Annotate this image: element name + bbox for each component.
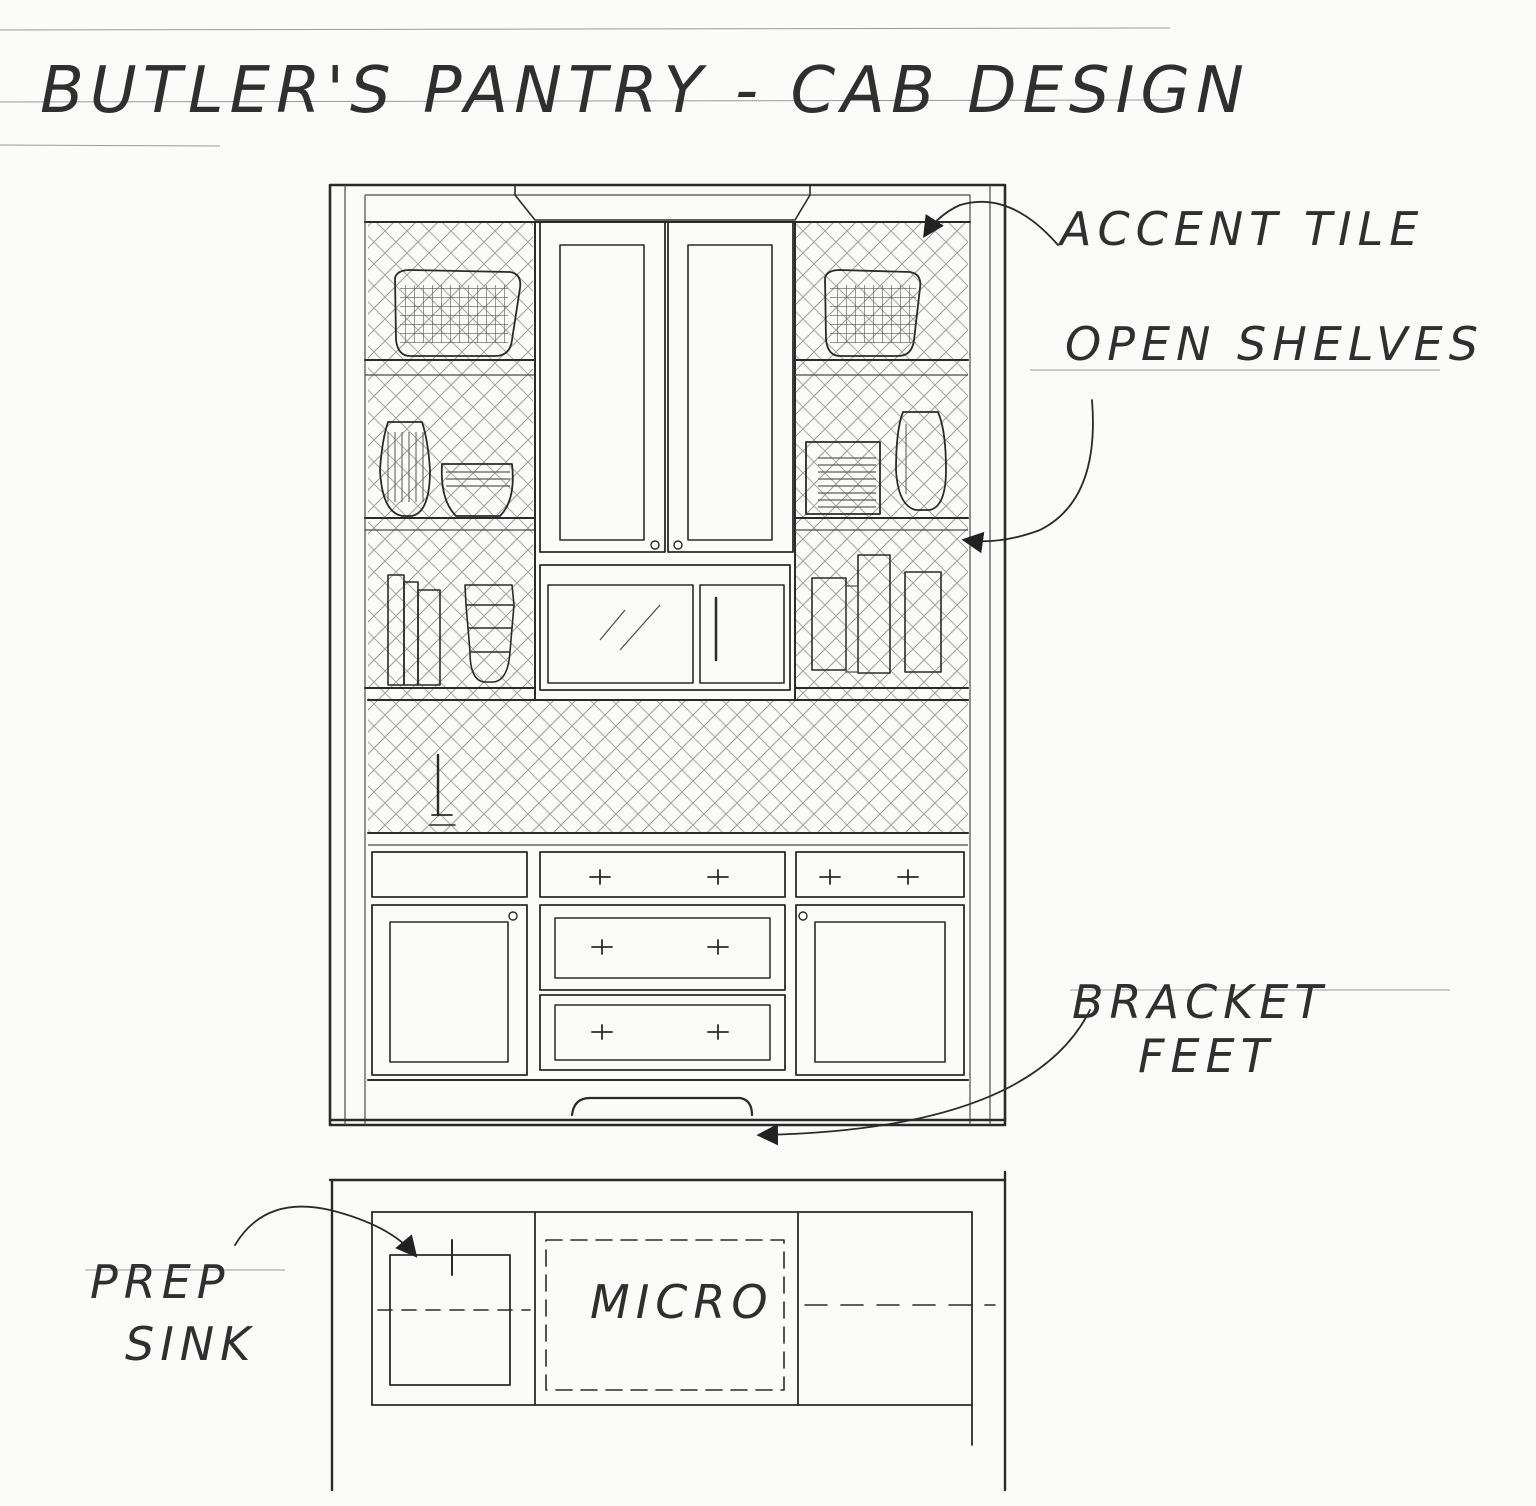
page-title: BUTLER'S PANTRY - CAB DESIGN — [40, 54, 1250, 128]
prep-sink — [389, 1254, 511, 1386]
open-shelves-left — [364, 221, 536, 701]
annotation-open-shelves: OPEN SHELVES — [961, 317, 1484, 554]
annotation-prep-sink: PREP SINK — [85, 1205, 418, 1371]
mid-appliance-cabinet — [539, 564, 791, 691]
cabinet-plan — [328, 1170, 1007, 1492]
title-guidelines — [0, 27, 1171, 147]
microwave-outline — [545, 1239, 785, 1391]
micro-label: MICRO — [590, 1275, 774, 1329]
annotation-accent-tile: ACCENT TILE — [923, 200, 1424, 256]
faucet — [429, 753, 456, 826]
bracket-feet-label-line2: FEET — [1138, 1029, 1275, 1083]
prep-sink-label-line2: SINK — [125, 1317, 256, 1371]
open-shelves-right — [794, 221, 969, 701]
bracket-feet-label-line1: BRACKET — [1072, 975, 1328, 1029]
accent-tile-label: ACCENT TILE — [1057, 202, 1424, 256]
cabinet-elevation — [328, 183, 1007, 1127]
upper-center-doors — [539, 221, 794, 553]
prep-sink-label-line1: PREP — [90, 1255, 231, 1309]
open-shelves-label: OPEN SHELVES — [1065, 317, 1484, 371]
base-cabinets — [328, 851, 1007, 1122]
backsplash-tile — [368, 700, 968, 833]
annotation-bracket-feet: BRACKET FEET — [756, 975, 1450, 1146]
